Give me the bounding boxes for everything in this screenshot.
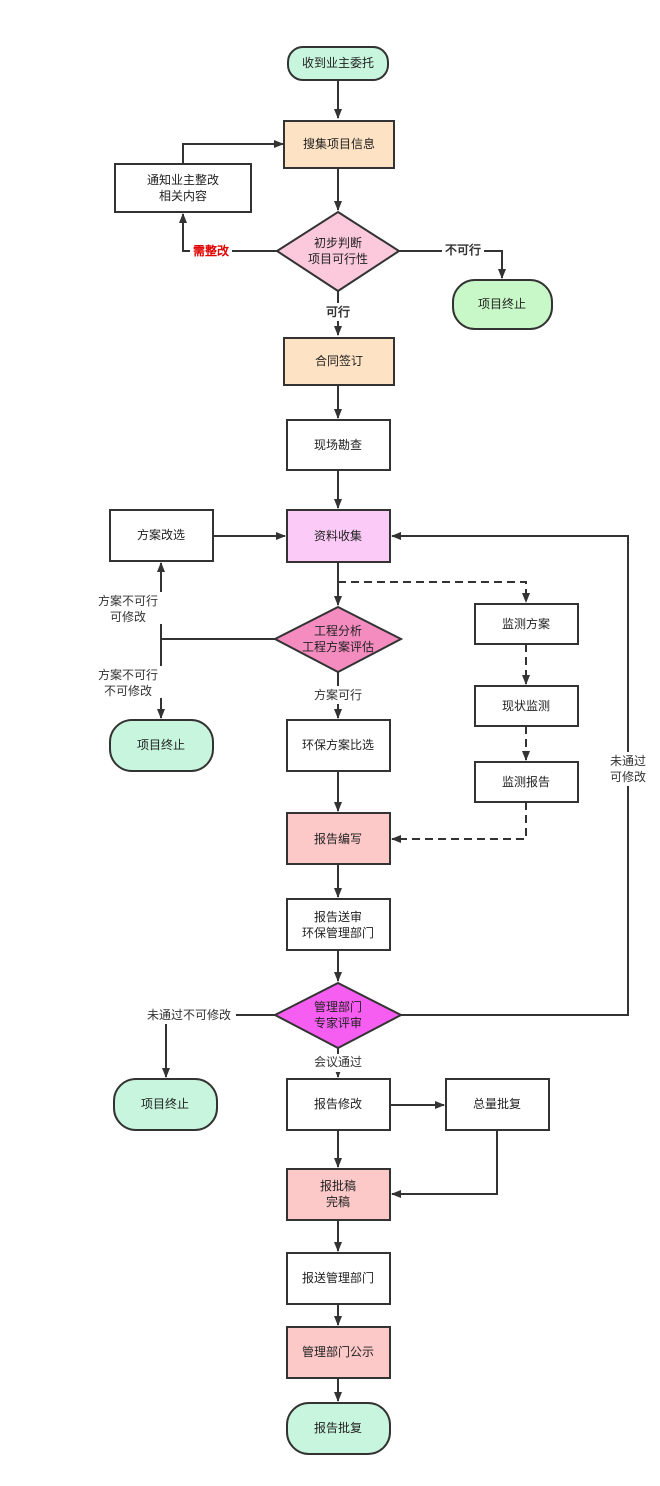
node-review — [272, 981, 404, 1050]
edge-label-alt-modifiable-1: 方案不可行 — [98, 593, 158, 608]
node-contract — [283, 337, 395, 386]
node-publish — [286, 1326, 391, 1379]
node-review-text-1: 管理部门 — [314, 999, 362, 1014]
node-analysis-text-1: 工程分析 — [314, 623, 362, 638]
edge-label-fail-modifiable-2: 可修改 — [610, 769, 646, 784]
node-analysis — [272, 605, 404, 674]
node-monitor-report-text: 监测报告 — [502, 774, 550, 789]
meeting-pass-label-bg — [308, 1054, 368, 1072]
alt-modifiable-label-bg — [94, 592, 162, 624]
edge-monitor-report-write — [391, 802, 527, 843]
edge-label-plan-feasible: 方案可行 — [314, 687, 362, 702]
node-judge-text-2: 项目可行性 — [308, 252, 368, 266]
edge-label-need-fix: 需整改 — [193, 243, 230, 258]
plan-feasible-label-bg — [308, 686, 368, 704]
node-submit-text-2: 环保管理部门 — [302, 925, 374, 940]
node-monitor-plan-text: 监测方案 — [502, 616, 550, 631]
node-survey-text: 现场勘查 — [314, 438, 362, 452]
node-total-text: 总量批复 — [473, 1096, 521, 1111]
edge-notify-collect — [182, 140, 284, 164]
edge-review-end3 — [162, 1014, 275, 1078]
node-review-text-2: 专家评审 — [314, 1015, 362, 1030]
node-alt-text: 方案改选 — [137, 527, 185, 542]
node-final-text-1: 报批稿 — [320, 1178, 356, 1193]
node-publish-text: 管理部门公示 — [302, 1344, 374, 1359]
node-start-text: 收到业主委托 — [302, 56, 374, 70]
node-monitor-now — [474, 685, 579, 727]
not-feasible-label-bg — [442, 241, 484, 259]
node-approve — [286, 1402, 391, 1455]
node-data — [286, 509, 391, 563]
edge-judge-end1 — [399, 250, 506, 279]
need-fix-label-bg — [190, 242, 232, 260]
node-alt — [109, 509, 214, 562]
fail-modifiable-label-bg — [605, 752, 651, 786]
node-approve-text: 报告批复 — [314, 1420, 362, 1435]
node-compare — [286, 719, 391, 772]
node-notify — [114, 163, 252, 213]
edge-label-alt-unmodifiable-2: 不可修改 — [104, 683, 152, 698]
node-monitor-report — [474, 761, 579, 803]
edge-analysis-alt — [157, 562, 275, 640]
node-start — [287, 46, 389, 81]
node-data-text: 资料收集 — [314, 528, 362, 543]
edge-label-alt-modifiable-2: 可修改 — [110, 609, 146, 624]
node-judge — [275, 210, 401, 293]
node-monitor-now-text: 现状监测 — [502, 699, 550, 713]
node-end2 — [109, 719, 214, 772]
node-survey — [286, 419, 391, 471]
node-notify-text-1: 通知业主整改 — [147, 172, 219, 187]
alt-unmodifiable-label-bg — [94, 666, 162, 698]
node-send-text: 报送管理部门 — [302, 1270, 374, 1285]
node-submit — [286, 898, 391, 951]
node-collect — [283, 120, 395, 169]
node-final-text-2: 完稿 — [326, 1194, 350, 1209]
node-revise — [286, 1078, 391, 1131]
node-collect-text: 搜集项目信息 — [303, 136, 375, 151]
fail-unmodifiable-label-bg — [142, 1006, 236, 1024]
node-send — [286, 1252, 391, 1305]
node-end3-text: 项目终止 — [141, 1096, 189, 1111]
edge-label-fail-modifiable-1: 未通过 — [610, 754, 646, 768]
edge-label-not-feasible: 不可行 — [445, 242, 481, 257]
feasible-label-bg — [322, 303, 354, 321]
node-contract-text: 合同签订 — [315, 353, 363, 368]
node-compare-text: 环保方案比选 — [302, 737, 374, 752]
edge-label-feasible: 可行 — [326, 304, 350, 319]
node-final — [286, 1168, 391, 1221]
node-end1-text: 项目终止 — [478, 296, 526, 311]
node-notify-text-2: 相关内容 — [159, 188, 207, 203]
node-revise-text: 报告修改 — [314, 1096, 362, 1111]
node-write-text: 报告编写 — [314, 831, 362, 846]
edge-label-fail-unmodifiable: 未通过不可修改 — [147, 1007, 231, 1022]
node-end2-text: 项目终止 — [137, 737, 185, 752]
node-end1 — [452, 279, 553, 330]
edge-judge-notify — [179, 213, 277, 252]
edge-label-meeting-pass: 会议通过 — [314, 1055, 362, 1069]
node-submit-text-1: 报告送审 — [314, 909, 362, 924]
node-monitor-plan — [474, 603, 579, 645]
node-judge-text-1: 初步判断 — [314, 235, 362, 250]
node-write — [286, 812, 391, 865]
edge-label-alt-unmodifiable-1: 方案不可行 — [98, 667, 158, 682]
node-end3 — [113, 1078, 218, 1131]
node-total — [445, 1078, 550, 1131]
edge-total-final — [391, 1130, 498, 1198]
node-analysis-text-2: 工程方案评估 — [302, 639, 374, 654]
edge-data-monitor-plan — [338, 581, 530, 603]
